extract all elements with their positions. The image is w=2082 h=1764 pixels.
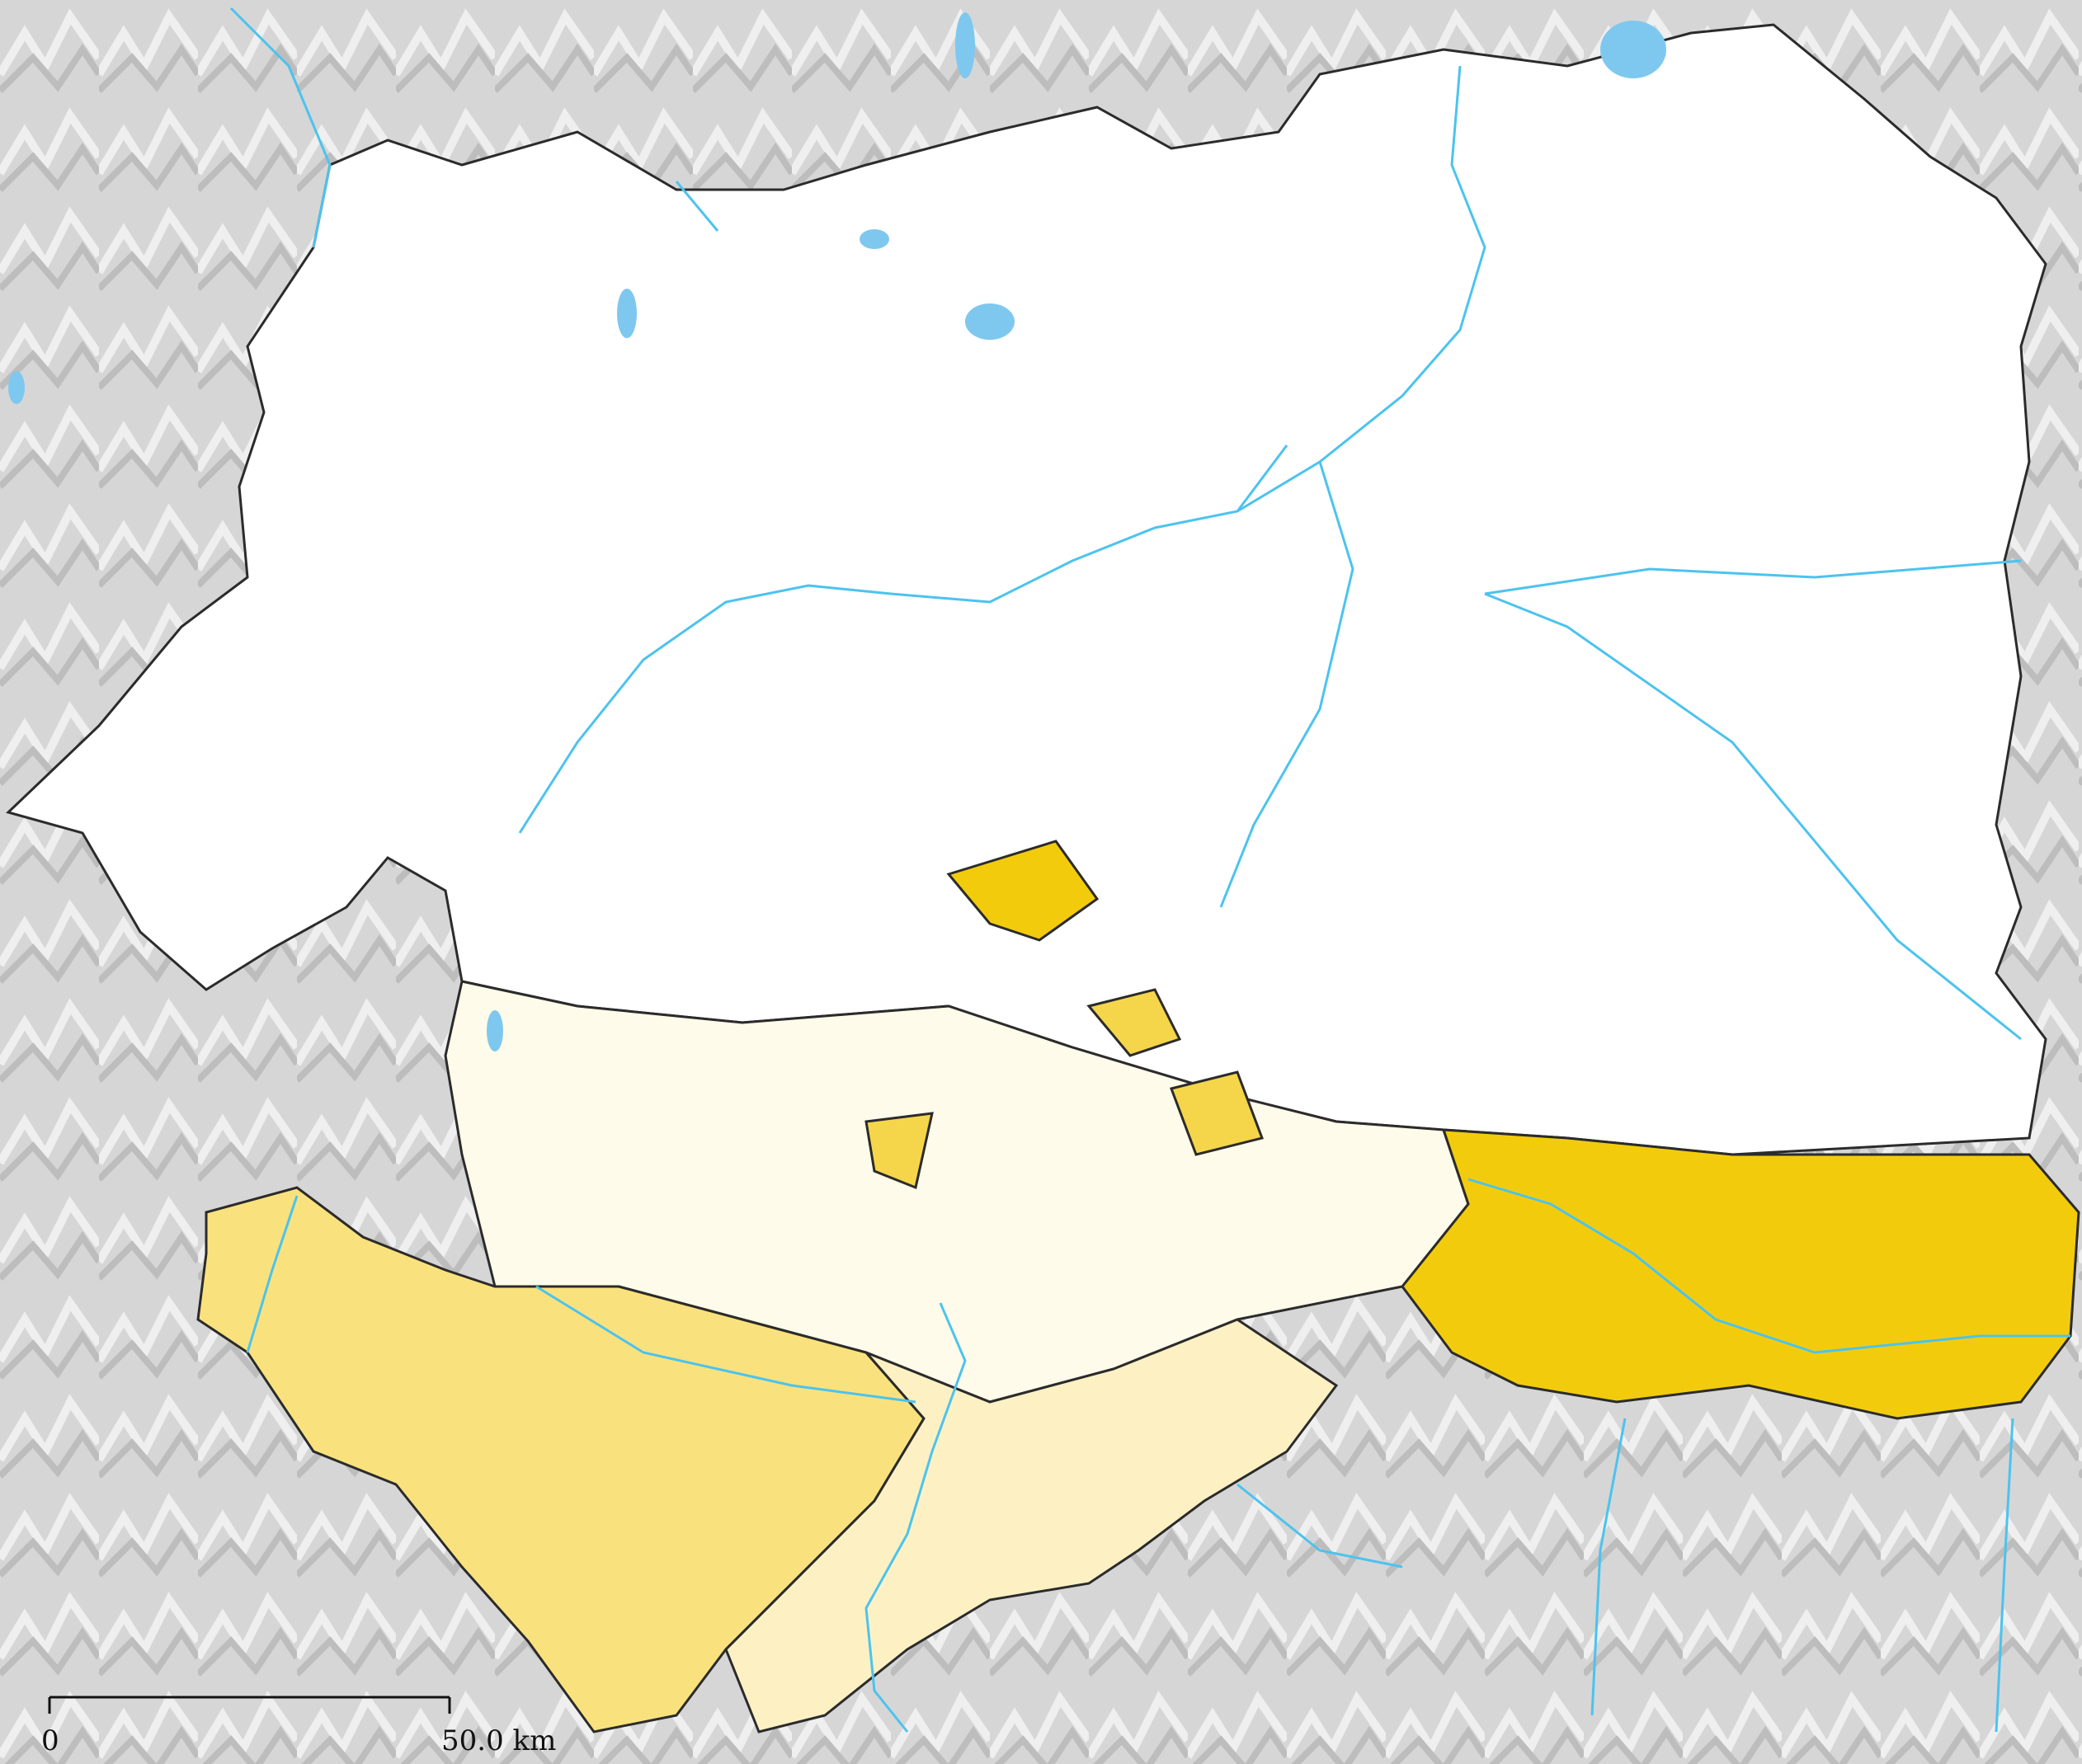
- highlight-area-3: [1170, 1070, 1264, 1156]
- highlight-area-1: [946, 840, 1100, 942]
- highlight-area-4: [864, 1112, 934, 1190]
- south-region: [724, 1318, 1339, 1733]
- rivers: [229, 7, 2070, 1733]
- scale-bar: 0 50.0 km: [41, 1696, 556, 1757]
- scale-bar-start-label: 0: [41, 1724, 59, 1757]
- southeast-region: [1401, 1128, 2080, 1420]
- lakes: [8, 12, 1666, 1051]
- highlight-area-2: [1086, 988, 1182, 1057]
- scale-bar-end-label: 50.0 km: [441, 1724, 556, 1757]
